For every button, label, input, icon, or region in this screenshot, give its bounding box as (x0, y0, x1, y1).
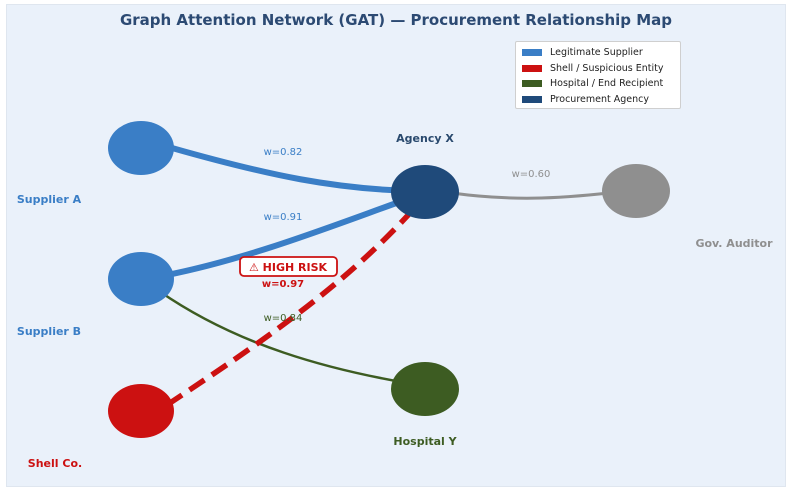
node-hospital-y (391, 362, 459, 416)
label-shell-co: Shell Co. (28, 457, 82, 470)
label-supplier-a: Supplier A (17, 193, 82, 206)
legend-swatch-shell-entity (522, 64, 542, 72)
node-gov-auditor (602, 164, 670, 218)
legend-item: Hospital / End Recipient (522, 76, 674, 92)
label-hospital-y: Hospital Y (393, 435, 457, 448)
label-agency-x: Agency X (396, 132, 454, 145)
node-shell-co (108, 384, 174, 438)
edge-supplier-a-to-agency-x (171, 145, 420, 194)
legend-swatch-hospital (522, 80, 542, 88)
legend-item: Shell / Suspicious Entity (522, 61, 674, 77)
edge-supplier-b-to-hospital-y (158, 289, 420, 387)
legend-label: Procurement Agency (550, 93, 649, 105)
legend-label: Legitimate Supplier (550, 47, 643, 59)
diagram-canvas: Graph Attention Network (GAT) — Procurem… (6, 4, 786, 487)
edge-supplier-b-to-agency-x (166, 192, 420, 278)
legend-label: Hospital / End Recipient (550, 78, 664, 90)
node-supplier-b (108, 252, 174, 306)
node-supplier-a (108, 121, 174, 175)
weight-supplier-b-to-hospital-y: w=0.84 (264, 313, 303, 324)
edge-agency-x-to-gov-auditor (451, 189, 628, 200)
legend-swatch-procurement-agency (522, 95, 542, 103)
node-agency-x (391, 165, 459, 219)
diagram-title: Graph Attention Network (GAT) — Procurem… (119, 11, 673, 29)
graph-svg: Supplier A Supplier B Shell Co. Agency X… (17, 121, 773, 470)
legend: Legitimate Supplier Shell / Suspicious E… (515, 41, 681, 109)
legend-item: Legitimate Supplier (522, 45, 674, 61)
weight-supplier-a-to-agency-x: w=0.82 (264, 147, 303, 158)
legend-label: Shell / Suspicious Entity (550, 62, 664, 74)
high-risk-box (239, 256, 338, 277)
weight-supplier-b-to-agency-x: w=0.91 (264, 212, 303, 223)
label-supplier-b: Supplier B (17, 325, 81, 338)
high-risk-badge: ⚠ HIGH RISK (239, 256, 338, 277)
legend-item: Procurement Agency (522, 92, 674, 108)
label-gov-auditor: Gov. Auditor (695, 237, 773, 250)
legend-swatch-legitimate-supplier (522, 49, 542, 57)
high-risk-label: ⚠ HIGH RISK (249, 261, 328, 274)
edge-shell-co-to-agency-x (165, 201, 422, 408)
weight-agency-x-to-gov-auditor: w=0.60 (512, 169, 551, 180)
weight-shell-co-to-agency-x: w=0.97 (262, 279, 304, 290)
